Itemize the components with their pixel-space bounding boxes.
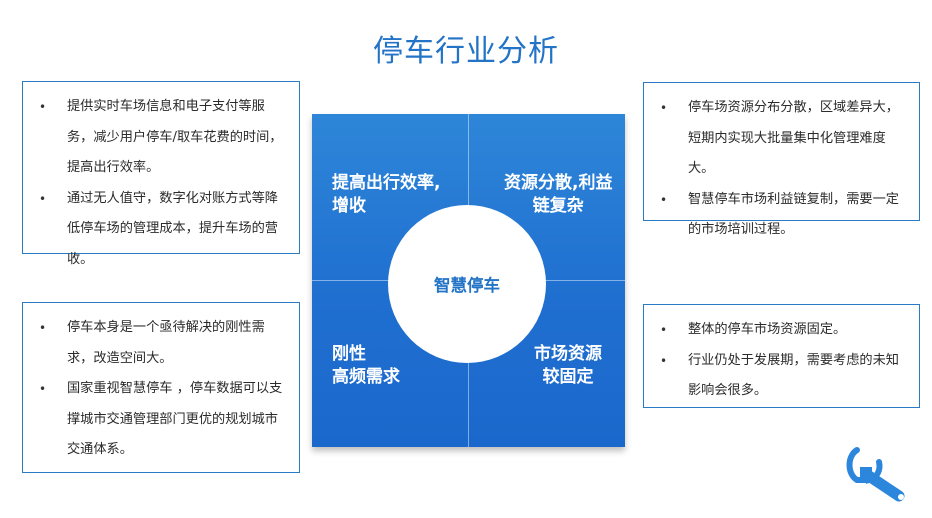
quadrant-label-efficiency: 提高出行效率, 增收 [332,173,441,216]
note-box-market: 整体的停车市场资源固定。 行业仍处于发展期，需要考虑的未知影响会很多。 [643,304,920,408]
bullet-item: 智慧停车市场利益链复制，需要一定的市场培训过程。 [654,185,909,246]
bullet-item: 停车本身是一个亟待解决的刚性需求，改造空间大。 [33,313,289,374]
wrench-icon [846,447,905,502]
page-title: 停车行业分析 [373,34,559,69]
note-box-demand: 停车本身是一个亟待解决的刚性需求，改造空间大。 国家重视智慧停车 ，停车数据可以… [22,302,300,473]
center-circle: 智慧停车 [388,205,546,363]
bullet-item: 提供实时车场信息和电子支付等服务，减少用户停车/取车花费的时间，提高出行效率。 [33,92,289,184]
center-label: 智慧停车 [434,276,500,295]
quadrant-label-resources: 资源分散,利益 链复杂 [504,173,613,216]
quadrant-label-demand: 刚性 高频需求 [332,344,400,387]
note-box-resources: 停车场资源分布分散，区域差异大，短期内实现大批量集中化管理难度大。 智慧停车市场… [643,82,920,237]
bullet-item: 停车场资源分布分散，区域差异大，短期内实现大批量集中化管理难度大。 [654,93,909,185]
note-box-efficiency: 提供实时车场信息和电子支付等服务，减少用户停车/取车花费的时间，提高出行效率。 … [22,81,300,267]
quadrant-matrix: 提高出行效率, 增收 资源分散,利益 链复杂 刚性 高频需求 市场资源 较固定 [312,114,625,447]
quadrant-label-market: 市场资源 较固定 [534,344,602,387]
bullet-item: 行业仍处于发展期，需要考虑的未知影响会很多。 [654,346,909,407]
bullet-item: 通过无人值守，数字化对账方式等降低停车场的管理成本，提升车场的营收。 [33,184,289,276]
bullet-item: 整体的停车市场资源固定。 [654,315,909,346]
bullet-item: 国家重视智慧停车 ，停车数据可以支撑城市交通管理部门更优的规划城市交通体系。 [33,374,289,466]
